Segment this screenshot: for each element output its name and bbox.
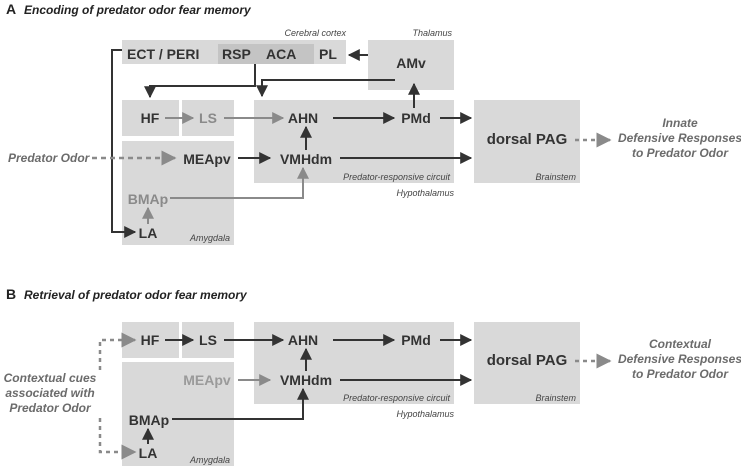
node-vmhdm-a: VMHdm (280, 151, 332, 167)
hypothalamus-label-b: Hypothalamus (396, 409, 454, 419)
brainstem-label-a: Brainstem (535, 172, 576, 182)
output-line-1-b: Contextual (649, 337, 712, 351)
node-ahn-a: AHN (288, 110, 318, 126)
brainstem-label-b: Brainstem (535, 393, 576, 403)
node-ls-b: LS (199, 332, 217, 348)
thalamus-box (368, 40, 454, 90)
node-hf-a: HF (141, 110, 160, 126)
panel-a-letter: A (6, 1, 16, 17)
arrow-cues-to-hf (98, 332, 137, 370)
cerebral-cortex-label: Cerebral cortex (284, 28, 346, 38)
node-aca: ACA (266, 46, 296, 62)
arrow-cues-to-la (98, 418, 137, 460)
output-line-1-a: Innate (662, 116, 698, 130)
node-rsp: RSP (222, 46, 251, 62)
thalamus-label: Thalamus (412, 28, 452, 38)
node-la-a: LA (139, 225, 158, 241)
node-meapv-b: MEApv (183, 372, 231, 388)
output-line-2-a: Defensive Responses (618, 131, 741, 145)
node-ahn-b: AHN (288, 332, 318, 348)
panel-a-title: Encoding of predator odor fear memory (24, 3, 252, 17)
output-line-3-b: to Predator Odor (632, 367, 729, 381)
arrow-bmap-to-vmhdm-a (170, 166, 309, 199)
node-dorsal-pag-b: dorsal PAG (487, 352, 568, 369)
arrow-amv-to-hf (256, 79, 395, 98)
output-line-2-b: Defensive Responses (618, 352, 741, 366)
node-la-b: LA (139, 445, 158, 461)
node-pmd-a: PMd (401, 110, 431, 126)
input-predator-odor: Predator Odor (8, 151, 91, 165)
hypothalamus-label-a: Hypothalamus (396, 188, 454, 198)
panel-b: B Retrieval of predator odor fear memory… (4, 286, 741, 466)
amygdala-label-a: Amygdala (189, 233, 230, 243)
node-ect-peri: ECT / PERI (127, 46, 199, 62)
node-pmd-b: PMd (401, 332, 431, 348)
brainstem-box-b (474, 322, 580, 404)
node-bmap-a: BMAp (128, 191, 168, 207)
input-line-3-b: Predator Odor (9, 401, 92, 415)
node-ls-a: LS (199, 110, 217, 126)
brainstem-box-a (474, 100, 580, 183)
input-line-2-b: associated with (5, 386, 94, 400)
arrow-bmap-to-vmhdm-b (172, 387, 309, 420)
input-line-1-b: Contextual cues (4, 371, 97, 385)
amygdala-box-b (122, 362, 234, 466)
node-dorsal-pag-a: dorsal PAG (487, 131, 568, 148)
node-hf-b: HF (141, 332, 160, 348)
amygdala-label-b: Amygdala (189, 455, 230, 465)
predator-circuit-label-b: Predator-responsive circuit (343, 393, 450, 403)
output-line-3-a: to Predator Odor (632, 146, 729, 160)
panel-b-letter: B (6, 286, 16, 302)
node-bmap-b: BMAp (129, 412, 169, 428)
predator-circuit-label-a: Predator-responsive circuit (343, 172, 450, 182)
node-vmhdm-b: VMHdm (280, 372, 332, 388)
node-meapv-a: MEApv (183, 151, 231, 167)
node-amv: AMv (396, 55, 426, 71)
hypothalamus-box-b (254, 322, 454, 404)
panel-b-title: Retrieval of predator odor fear memory (24, 288, 248, 302)
panel-a: A Encoding of predator odor fear memory … (6, 1, 741, 245)
arrow-aca-to-hf (144, 64, 256, 99)
hypothalamus-box-a (254, 100, 454, 183)
rsp-aca-box (218, 44, 314, 64)
node-pl: PL (319, 46, 337, 62)
arrow-ect-to-la (111, 49, 137, 238)
